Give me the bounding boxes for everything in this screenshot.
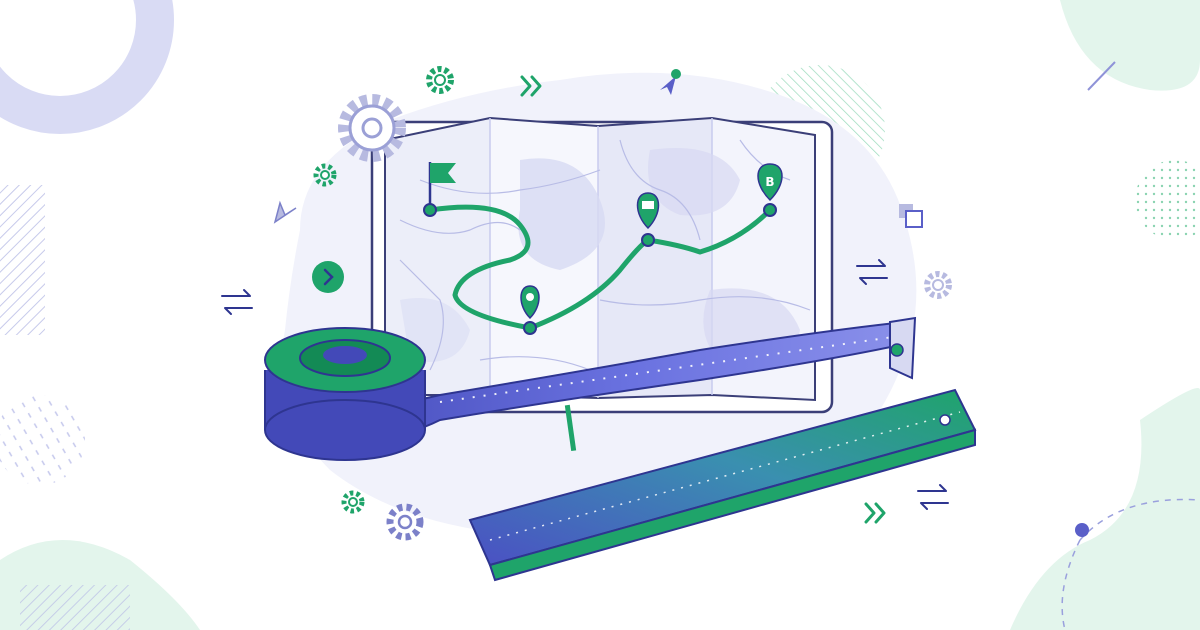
gear-icon [341,490,365,514]
double-chevron-right-icon [864,502,886,524]
measuring-tape [264,316,917,461]
double-chevron-right-icon [520,75,542,97]
route-line [423,203,777,335]
gear-icon [386,503,424,541]
swap-arrows-icon [856,259,888,285]
folded-map [370,116,834,414]
chevron-right-icon [312,261,344,293]
gear-icon [338,94,406,162]
copy-squares-icon [899,204,923,228]
map-pin-icon [520,285,540,320]
navigation-arrow-icon [660,69,681,95]
map-pin-icon [636,192,660,230]
ruler [468,388,977,582]
end-pin-label: B [765,175,774,189]
flag-icon [428,162,456,204]
swap-arrows-icon [221,289,253,315]
gear-icon [924,271,952,299]
navigation-arrow-icon [273,200,297,224]
gear-icon [313,163,337,187]
gear-icon [426,66,454,94]
map-pin-icon: B [757,163,783,202]
swap-arrows-icon [917,484,949,510]
